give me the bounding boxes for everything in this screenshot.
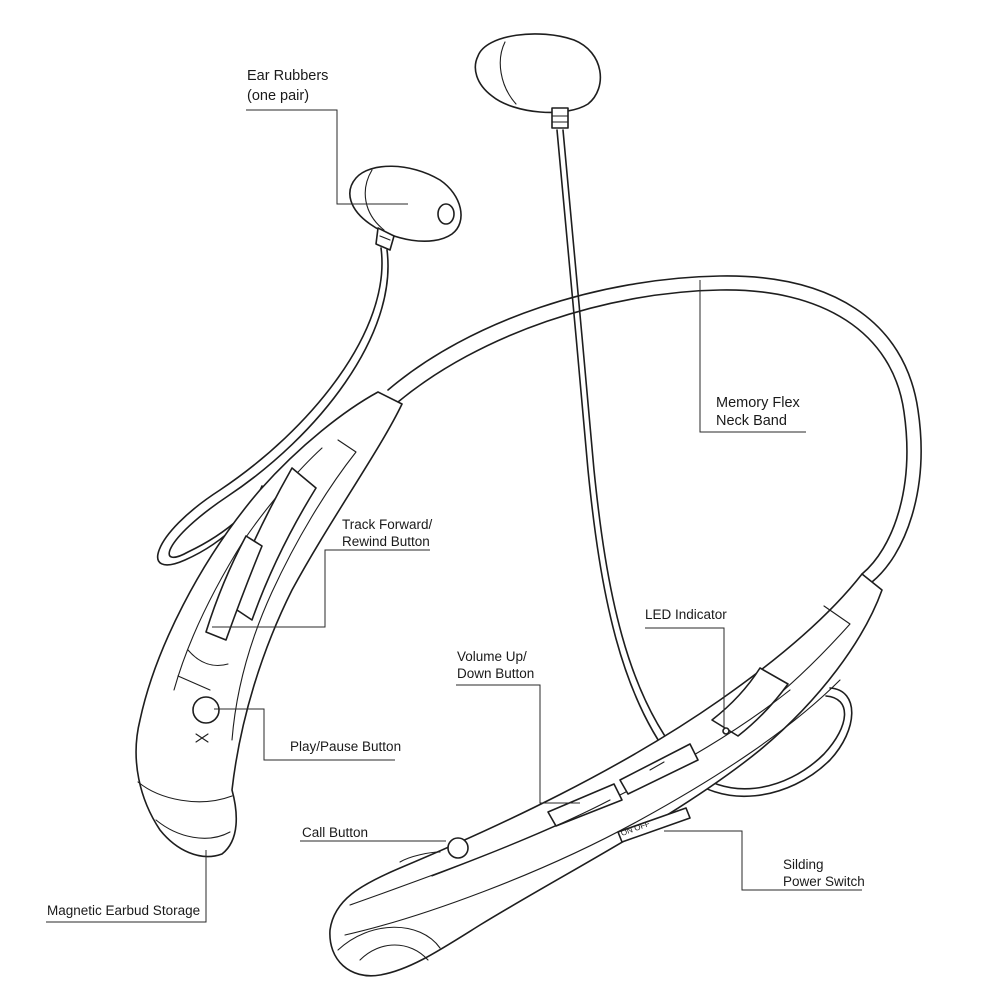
- leader-lines: [46, 109, 862, 923]
- label-earbud-storage: Magnetic Earbud Storage: [47, 903, 200, 918]
- label-call-button: Call Button: [302, 825, 368, 840]
- label-memory-flex-line1: Memory Flex: [716, 395, 801, 411]
- label-ear-rubbers: Ear Rubbers (one pair): [247, 68, 328, 104]
- label-power-switch-line2: Power Switch: [783, 874, 865, 889]
- label-led-indicator: LED Indicator: [645, 607, 727, 622]
- label-ear-rubbers-line2: (one pair): [247, 88, 309, 104]
- label-power-switch-line1: Silding: [783, 857, 824, 872]
- right-housing: [329, 573, 883, 977]
- label-call-button-line1: Call Button: [302, 825, 368, 840]
- left-earbud: [349, 165, 462, 251]
- label-power-switch: Silding Power Switch: [783, 857, 865, 889]
- label-memory-flex-line2: Neck Band: [716, 413, 787, 429]
- neck-band: [387, 275, 922, 583]
- label-memory-flex: Memory Flex Neck Band: [716, 395, 801, 429]
- right-earbud: [474, 33, 602, 129]
- left-housing: [135, 391, 403, 858]
- label-led-indicator-line1: LED Indicator: [645, 607, 727, 622]
- label-volume-button-line2: Down Button: [457, 666, 534, 681]
- label-volume-button: Volume Up/ Down Button: [457, 649, 534, 681]
- right-earbud-cable: [556, 129, 853, 798]
- label-earbud-storage-line1: Magnetic Earbud Storage: [47, 903, 200, 918]
- label-play-pause-line1: Play/Pause Button: [290, 739, 401, 754]
- label-ear-rubbers-line1: Ear Rubbers: [247, 68, 328, 84]
- label-volume-button-line1: Volume Up/: [457, 649, 527, 664]
- label-track-button: Track Forward/ Rewind Button: [342, 517, 433, 549]
- label-play-pause: Play/Pause Button: [290, 739, 401, 754]
- label-track-button-line2: Rewind Button: [342, 534, 430, 549]
- label-track-button-line1: Track Forward/: [342, 517, 433, 532]
